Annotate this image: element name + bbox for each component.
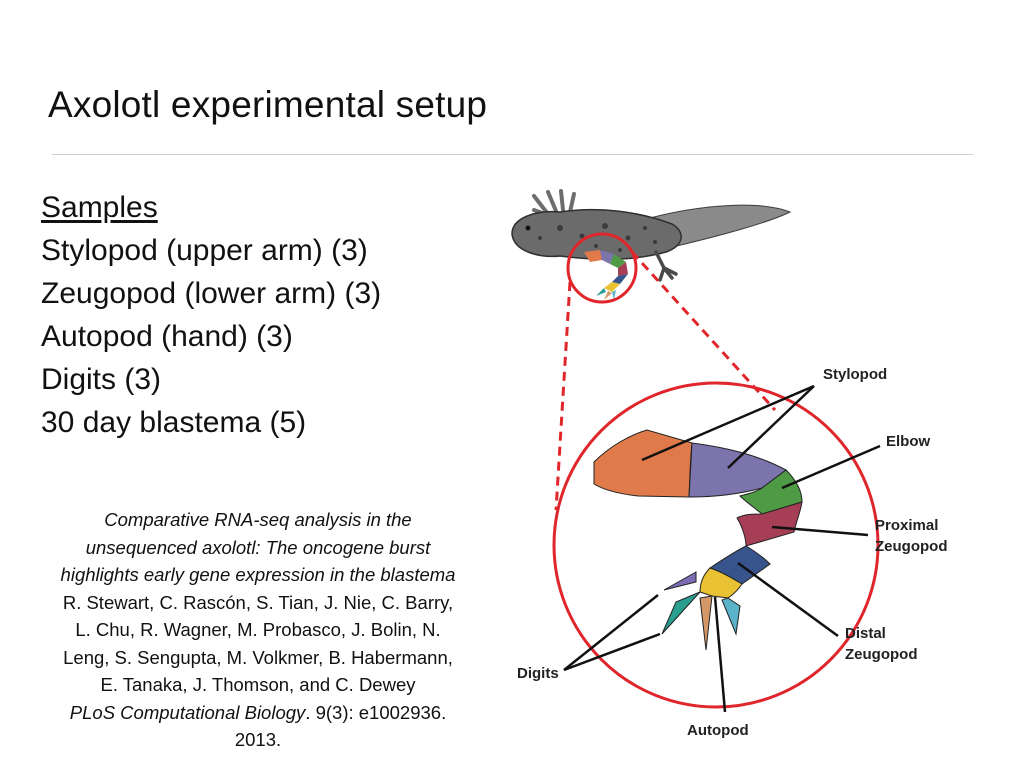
label-distal-zeugopod: Zeugopod bbox=[845, 646, 917, 663]
citation-author-line: L. Chu, R. Wagner, M. Probasco, J. Bolin… bbox=[75, 619, 441, 640]
small-callout-circle bbox=[566, 232, 638, 304]
label-distal: Distal bbox=[845, 625, 886, 642]
citation-title-line: unsequenced axolotl: The oncogene burst bbox=[85, 536, 431, 558]
citation: Comparative RNA-seq analysis in the unse… bbox=[20, 506, 496, 754]
sample-item-zeugopod: Zeugopod (lower arm) (3) bbox=[41, 277, 382, 310]
axolotl-illustration bbox=[511, 189, 792, 300]
citation-volume: . 9(3): e1002936. bbox=[305, 701, 447, 723]
sample-item-digits: Digits (3) bbox=[41, 363, 162, 396]
sample-item-autopod: Autopod (hand) (3) bbox=[41, 320, 293, 353]
citation-authors: R. Stewart, C. Rascón, S. Tian, J. Nie, … bbox=[20, 589, 496, 699]
label-digits: Digits bbox=[517, 665, 559, 682]
citation-author-line: R. Stewart, C. Rascón, S. Tian, J. Nie, … bbox=[62, 591, 454, 613]
axolotl-eye bbox=[525, 225, 531, 231]
label-stylopod: Stylopod bbox=[823, 366, 887, 383]
citation-title: Comparative RNA-seq analysis in the unse… bbox=[20, 506, 496, 589]
citation-title-line: Comparative RNA-seq analysis in the bbox=[104, 509, 412, 530]
label-proximal-zeugopod: Zeugopod bbox=[875, 538, 947, 555]
citation-year: 2013. bbox=[234, 729, 282, 750]
zoom-line-left bbox=[554, 281, 572, 511]
limb-segments bbox=[593, 429, 803, 651]
proximal-zeugopod-segment bbox=[736, 501, 803, 547]
citation-author-line: E. Tanaka, J. Thomson, and C. Dewey bbox=[100, 674, 416, 695]
elbow-segment bbox=[739, 469, 803, 515]
zoom-line-right bbox=[630, 250, 777, 412]
citation-journal-line: PLoS Computational Biology. 9(3): e10029… bbox=[20, 699, 496, 727]
sample-item-blastema: 30 day blastema (5) bbox=[41, 406, 307, 439]
citation-journal: PLoS Computational Biology bbox=[69, 701, 306, 723]
samples-heading: Samples bbox=[41, 191, 158, 224]
autopod-segment bbox=[699, 567, 743, 599]
digit-3 bbox=[699, 595, 713, 651]
axolotl-spots bbox=[538, 223, 657, 252]
citation-author-line: Leng, S. Sengupta, M. Volkmer, B. Haberm… bbox=[63, 646, 453, 668]
label-autopod: Autopod bbox=[687, 722, 749, 739]
axolotl-colored-limb bbox=[584, 250, 628, 300]
zoom-callout bbox=[552, 232, 880, 709]
digit-1 bbox=[663, 571, 697, 591]
digit-4 bbox=[721, 597, 741, 636]
leader-lines bbox=[563, 384, 881, 713]
digit-2 bbox=[661, 591, 701, 635]
samples-list: Samples Stylopod (upper arm) (3) Zeugopo… bbox=[41, 186, 381, 444]
stylopod-proximal-segment bbox=[593, 429, 693, 498]
label-proximal: Proximal bbox=[875, 517, 938, 534]
axolotl-tail bbox=[649, 204, 792, 249]
label-elbow: Elbow bbox=[886, 433, 930, 450]
slide-title: Axolotl experimental setup bbox=[48, 84, 488, 125]
sample-item-stylopod: Stylopod (upper arm) (3) bbox=[41, 234, 368, 267]
axolotl-hind-leg bbox=[654, 250, 678, 282]
large-callout-circle bbox=[552, 381, 880, 709]
citation-title-line: highlights early gene expression in the … bbox=[60, 564, 456, 585]
title-divider bbox=[52, 154, 973, 155]
